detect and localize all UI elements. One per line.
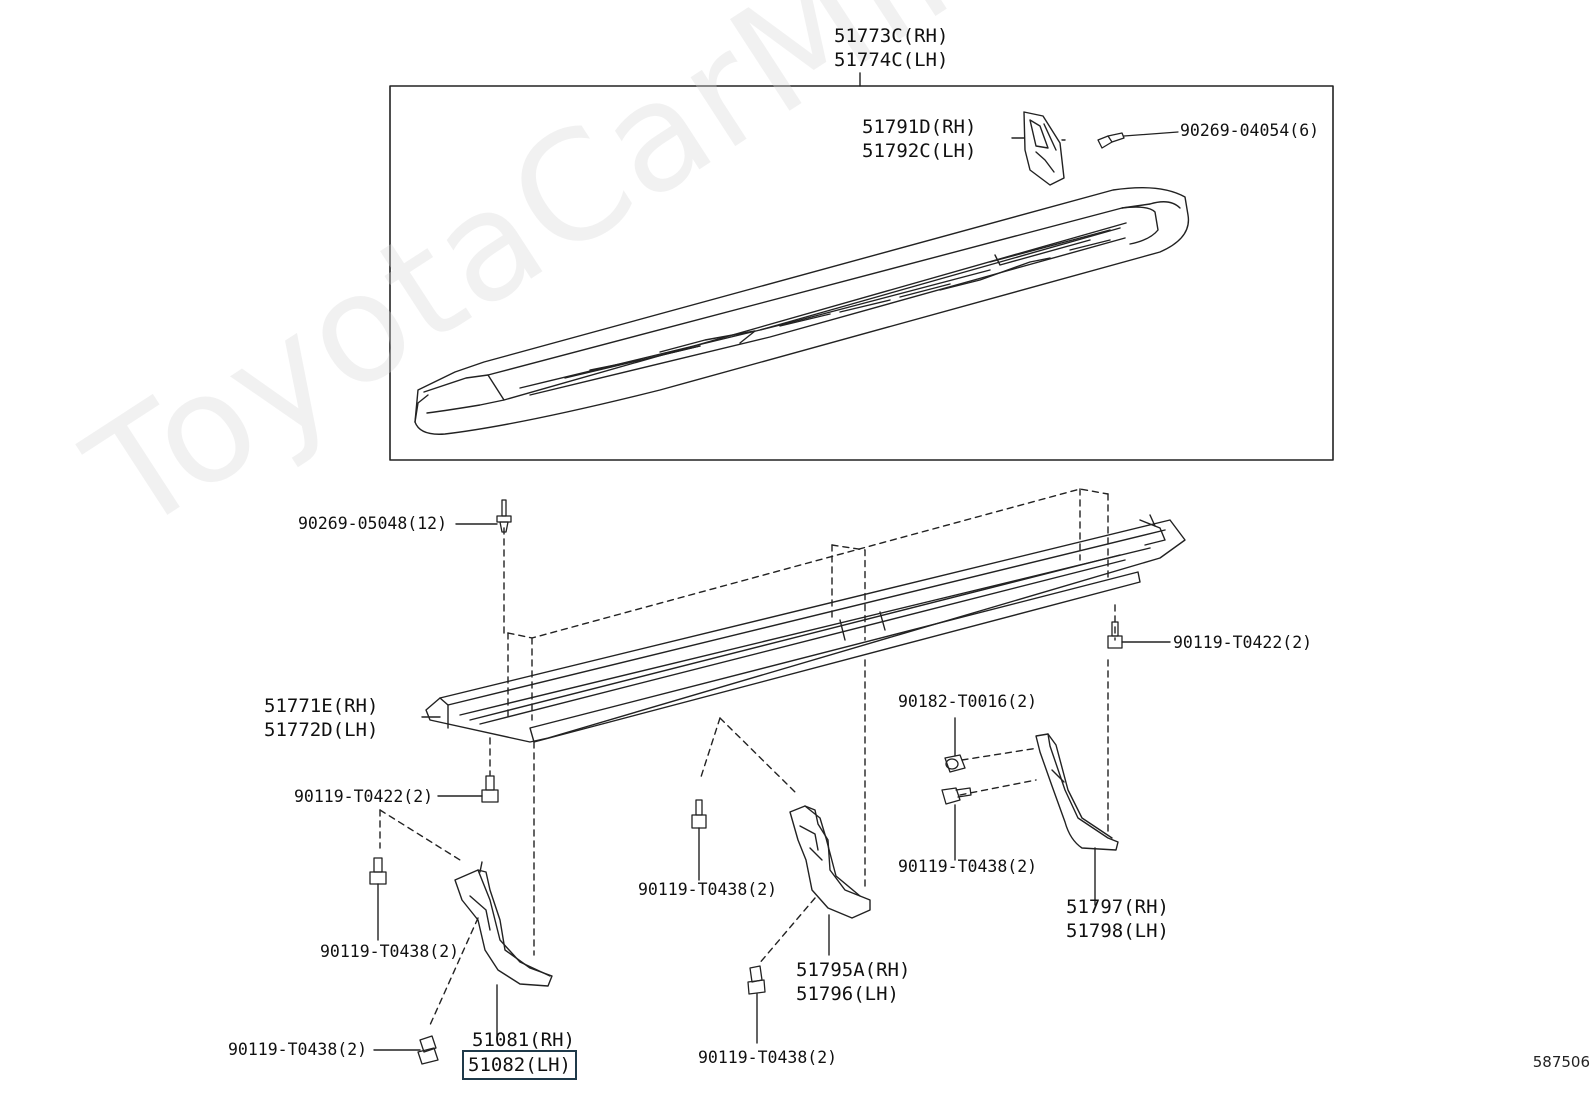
step-assembly-frame [389,85,1334,461]
label-bracket-mid: 51795A(RH) 51796(LH) [796,958,910,1006]
label-bracket-right-rh: 51797(RH) [1066,896,1169,918]
label-step: 51773C(RH) 51774C(LH) [834,24,948,72]
label-rail-rh: 51771E(RH) [264,695,379,717]
label-bolt-right: 90119-T0422(2) [1173,633,1313,652]
label-bracket-top: 51791D(RH) 51792C(LH) [862,115,976,163]
bolt-left-upper [481,775,499,803]
label-bolt-left-upper: 90119-T0422(2) [294,787,434,806]
bolt-right-upper [1107,621,1123,649]
label-bolt-mid-low: 90119-T0438(2) [698,1048,838,1067]
label-bracket-mid-rh: 51795A(RH) [796,959,911,981]
bolt-right-lower [941,787,972,805]
label-clip-main: 90269-05048(12) [298,514,448,533]
bracket-right [1035,733,1119,851]
bolt-left-low [417,1035,439,1065]
bolt-mid [691,799,707,829]
label-bracket-top-rh: 51791D(RH) [862,116,977,138]
label-bolt-left-low: 90119-T0438(2) [228,1040,368,1059]
label-bracket-left-lh-highlighted[interactable]: 51082(LH) [462,1050,577,1080]
label-bolt-top: 90269-04054(6) [1180,121,1320,140]
dashed-frame [379,488,1116,1026]
label-bracket-left-rh: 51081(RH) [472,1029,575,1051]
label-bracket-mid-lh: 51796(LH) [796,983,899,1005]
bolt-left-mid [369,857,387,885]
label-nut-right: 90182-T0016(2) [898,692,1038,711]
label-step-rh: 51773C(RH) [834,25,949,47]
nut-right [944,754,966,773]
bracket-left [454,861,553,987]
label-rail-lh: 51772D(LH) [264,719,379,741]
figure-number: 587506 [1532,1053,1590,1071]
top-bracket [1023,111,1065,186]
label-bracket-right: 51797(RH) 51798(LH) [1066,895,1169,943]
clip [496,499,512,533]
label-bolt-mid: 90119-T0438(2) [638,880,778,899]
label-bolt-left-mid: 90119-T0438(2) [320,942,460,961]
label-rail: 51771E(RH) 51772D(LH) [264,694,378,742]
label-bolt-right-lower: 90119-T0438(2) [898,857,1038,876]
bracket-mid [789,805,871,919]
top-bolt [1097,131,1179,149]
bolt-mid-low [747,965,766,995]
label-step-lh: 51774C(LH) [834,49,949,71]
label-bracket-top-lh: 51792C(LH) [862,140,977,162]
label-bracket-right-lh: 51798(LH) [1066,920,1169,942]
running-board-step [414,186,1190,435]
side-rail [425,514,1186,743]
